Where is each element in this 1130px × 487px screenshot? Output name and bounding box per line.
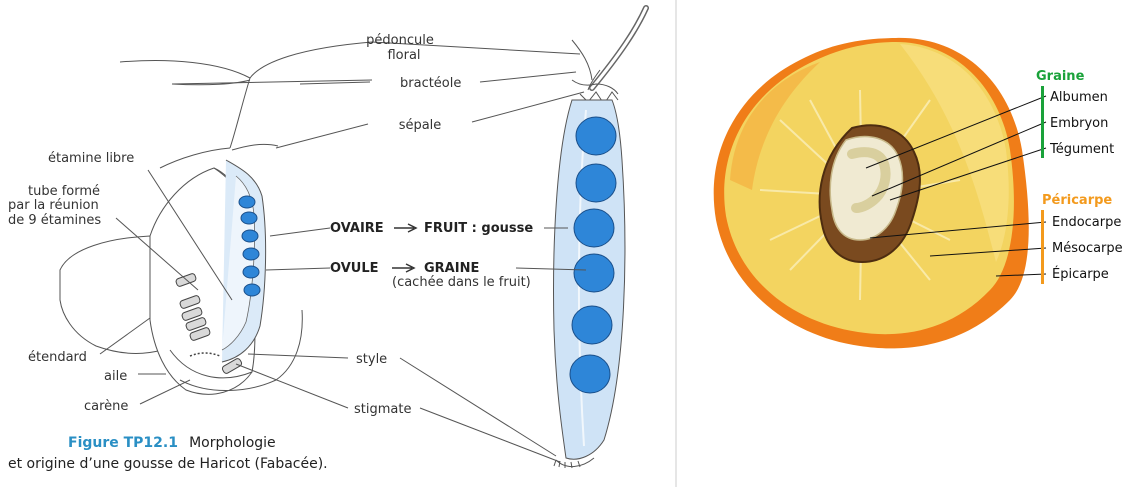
label-ovule: OVULE <box>330 261 378 276</box>
pod-seed-2 <box>576 164 616 202</box>
label-carene: carène <box>84 399 128 414</box>
label-etendard: étendard <box>28 350 87 365</box>
label-style: style <box>356 352 387 367</box>
label-sepale: sépale <box>399 118 442 133</box>
ovule-3 <box>242 230 258 242</box>
caption-line2: et origine d’une gousse de Haricot (Faba… <box>8 456 328 472</box>
graine-bracket <box>1041 86 1044 158</box>
label-embryon: Embryon <box>1050 116 1108 131</box>
caption-line1: Morphologie <box>189 435 276 451</box>
pod-seed-1 <box>576 117 616 155</box>
label-epicarpe: Épicarpe <box>1052 266 1109 282</box>
pericarpe-bracket <box>1041 210 1044 284</box>
pod-seed-5 <box>572 306 612 344</box>
label-tube-2: par la réunion <box>8 198 99 213</box>
label-tegument: Tégument <box>1049 142 1114 157</box>
figure-caption: Figure TP12.1 Morphologie et origine d’u… <box>8 432 328 472</box>
bean-flower-drawing <box>60 42 372 394</box>
label-albumen: Albumen <box>1050 90 1108 105</box>
label-tube-1: tube formé <box>28 184 100 199</box>
right-labels: Graine Albumen Embryon Tégument Péricarp… <box>1036 69 1123 282</box>
label-bracteole: bractéole <box>400 76 461 91</box>
label-aile: aile <box>104 369 127 384</box>
caption-title: Figure TP12.1 <box>68 435 178 451</box>
caption-line-1: Figure TP12.1 Morphologie <box>68 432 276 451</box>
ovule-2 <box>241 212 257 224</box>
label-stigmate: stigmate <box>354 402 411 417</box>
label-cachee: (cachée dans le fruit) <box>392 275 531 290</box>
label-fruit: FRUIT : gousse <box>424 221 533 236</box>
label-pedoncule-1: pédoncule <box>366 33 434 48</box>
pericarpe-heading: Péricarpe <box>1042 193 1112 208</box>
graine-heading: Graine <box>1036 69 1085 84</box>
ovule-4 <box>243 248 259 260</box>
label-tube-3: de 9 étamines <box>8 213 101 228</box>
label-ovaire: OVAIRE <box>330 221 384 236</box>
pod-seed-4 <box>574 254 614 292</box>
ovule-1 <box>239 196 255 208</box>
peach-drawing <box>714 38 1029 348</box>
label-endocarpe: Endocarpe <box>1052 215 1121 230</box>
left-labels: pédoncule floral bractéole sépale étamin… <box>8 33 533 417</box>
label-pedoncule-2: floral <box>387 48 420 63</box>
label-etamine-libre: étamine libre <box>48 151 134 166</box>
label-graine: GRAINE <box>424 261 479 276</box>
pod-seed-3 <box>574 209 614 247</box>
ovule-5 <box>243 266 259 278</box>
pod-seed-6 <box>570 355 610 393</box>
label-mesocarpe: Mésocarpe <box>1052 241 1123 256</box>
ovule-6 <box>244 284 260 296</box>
